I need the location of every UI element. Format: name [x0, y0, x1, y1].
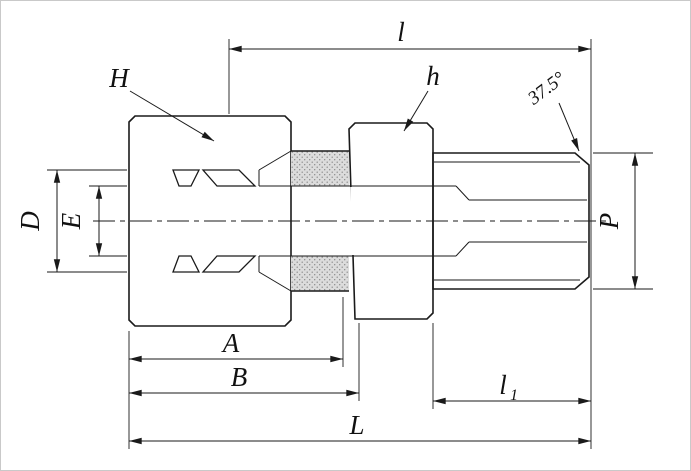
ferrules: [172, 169, 257, 273]
dim-L: L: [128, 410, 592, 445]
thread-section: [432, 152, 590, 290]
callout-chamfer-angle: 37.5°: [523, 68, 580, 152]
dim-E: E: [56, 185, 127, 257]
dim-label-P: P: [594, 213, 624, 231]
body-neck: [291, 150, 349, 292]
callout-h: h: [403, 61, 440, 132]
dim-label-A: A: [221, 328, 240, 358]
dim-l1: l 1: [432, 323, 592, 409]
dim-label-l: l: [397, 17, 405, 47]
dim-label-L: L: [348, 410, 364, 440]
dim-label-angle: 37.5°: [523, 68, 569, 110]
front-ferrule-upper: [201, 169, 257, 187]
bore-lines: [259, 185, 587, 257]
dim-B: B: [128, 323, 360, 401]
callout-H: H: [108, 63, 215, 142]
dim-l: l: [228, 17, 592, 114]
dim-label-H: H: [108, 63, 130, 93]
dim-D: D: [15, 169, 127, 273]
dim-label-B: B: [231, 362, 248, 392]
dim-label-D: D: [15, 211, 45, 232]
dim-label-l1: l: [499, 370, 507, 400]
front-ferrule-lower: [201, 255, 257, 273]
dim-label-E: E: [56, 212, 86, 230]
dim-label-h: h: [426, 61, 440, 91]
dim-A: A: [128, 297, 344, 367]
back-ferrule-lower: [172, 255, 201, 273]
back-ferrule-upper: [172, 169, 201, 187]
dim-label-l1-subscript: 1: [510, 387, 518, 404]
dim-P: P: [593, 152, 653, 290]
